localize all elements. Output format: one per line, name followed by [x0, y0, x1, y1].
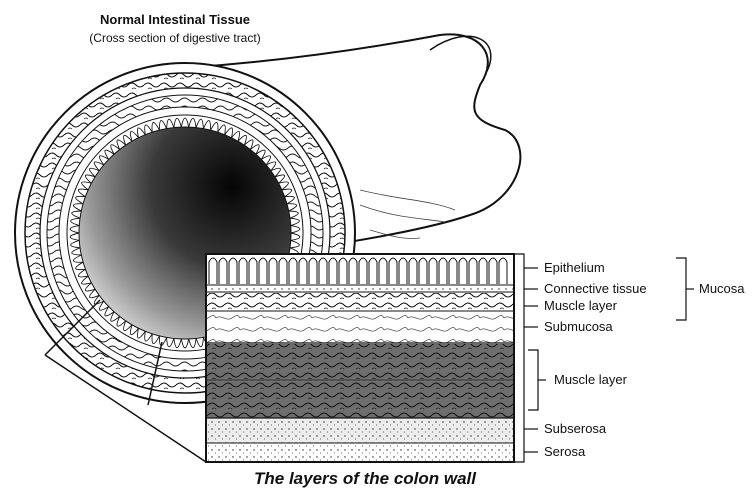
- label-submucosa: Submucosa: [544, 319, 613, 334]
- diagram-subtitle: (Cross section of digestive tract): [40, 31, 310, 45]
- label-epithelium: Epithelium: [544, 260, 605, 275]
- label-muscle-layer-mucosa: Muscle layer: [544, 298, 617, 313]
- layer-block: [206, 254, 514, 462]
- diagram-caption: The layers of the colon wall: [200, 469, 530, 489]
- label-connective-tissue: Connective tissue: [544, 281, 647, 296]
- label-serosa: Serosa: [544, 444, 585, 459]
- label-muscle-layer: Muscle layer: [554, 372, 627, 387]
- label-subserosa: Subserosa: [544, 421, 606, 436]
- diagram-title: Normal Intestinal Tissue: [60, 12, 290, 27]
- label-mucosa-group: Mucosa: [699, 281, 745, 296]
